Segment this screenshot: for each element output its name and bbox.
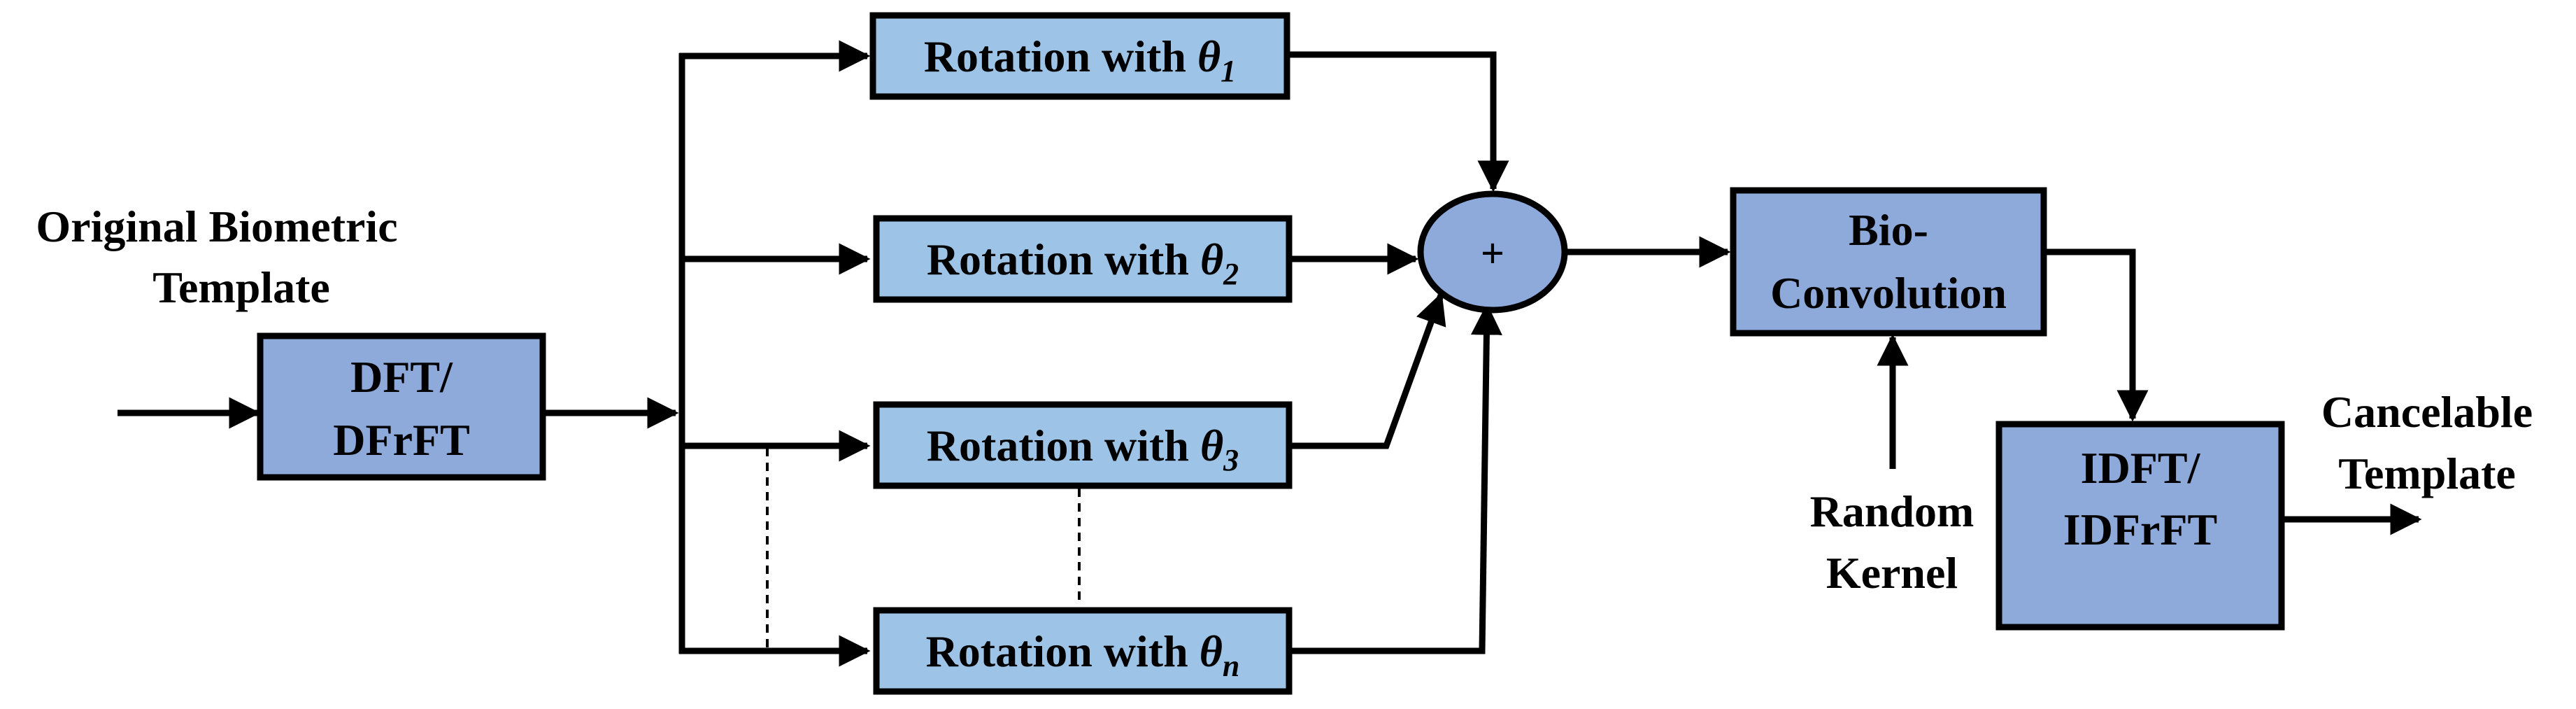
rotation-label-2: Rotation with θ2 bbox=[927, 234, 1239, 291]
rotation-block-2: Rotation with θ2 bbox=[873, 215, 1293, 303]
bioconv-label-line1: Bio- bbox=[1849, 205, 1928, 255]
input-label-line1: Original Biometric bbox=[36, 202, 397, 251]
random-kernel-line1: Random bbox=[1810, 486, 1974, 536]
dft-label-line2: DFrFT bbox=[333, 415, 470, 465]
rot3-to-sum-arrow bbox=[1289, 292, 1446, 449]
idft-label-line1: IDFT/ bbox=[2081, 443, 2201, 493]
summing-junction: + bbox=[1417, 190, 1568, 314]
rotn-to-sum-arrow bbox=[1289, 303, 1502, 654]
rotation-label-1: Rotation with θ1 bbox=[924, 31, 1236, 88]
output-label-line2: Template bbox=[2338, 449, 2516, 498]
idft-block: IDFT/ IDFrFT bbox=[1995, 421, 2285, 631]
bio-convolution-block: Bio- Convolution bbox=[1730, 187, 2047, 337]
rotation-block-1: Rotation with θ1 bbox=[869, 12, 1290, 100]
rot1-to-sum-arrow bbox=[1287, 51, 1509, 192]
idft-label-line2: IDFrFT bbox=[2063, 505, 2217, 554]
plus-sign: + bbox=[1481, 230, 1504, 276]
dft-block: DFT/ DFrFT bbox=[257, 332, 546, 481]
rotation-block-n: Rotation with θn bbox=[873, 607, 1293, 695]
bioconv-label-line2: Convolution bbox=[1770, 268, 2007, 318]
rotation-label-3: Rotation with θ3 bbox=[927, 421, 1239, 477]
output-label-line1: Cancelable bbox=[2321, 387, 2533, 437]
random-kernel-line2: Kernel bbox=[1826, 548, 1958, 598]
rotation-block-3: Rotation with θ3 bbox=[873, 401, 1293, 489]
dft-label-line1: DFT/ bbox=[350, 352, 453, 402]
bioconv-to-idft-arrow bbox=[2044, 248, 2149, 422]
input-label-line2: Template bbox=[152, 262, 330, 312]
rotation-label-n: Rotation with θn bbox=[926, 626, 1240, 683]
